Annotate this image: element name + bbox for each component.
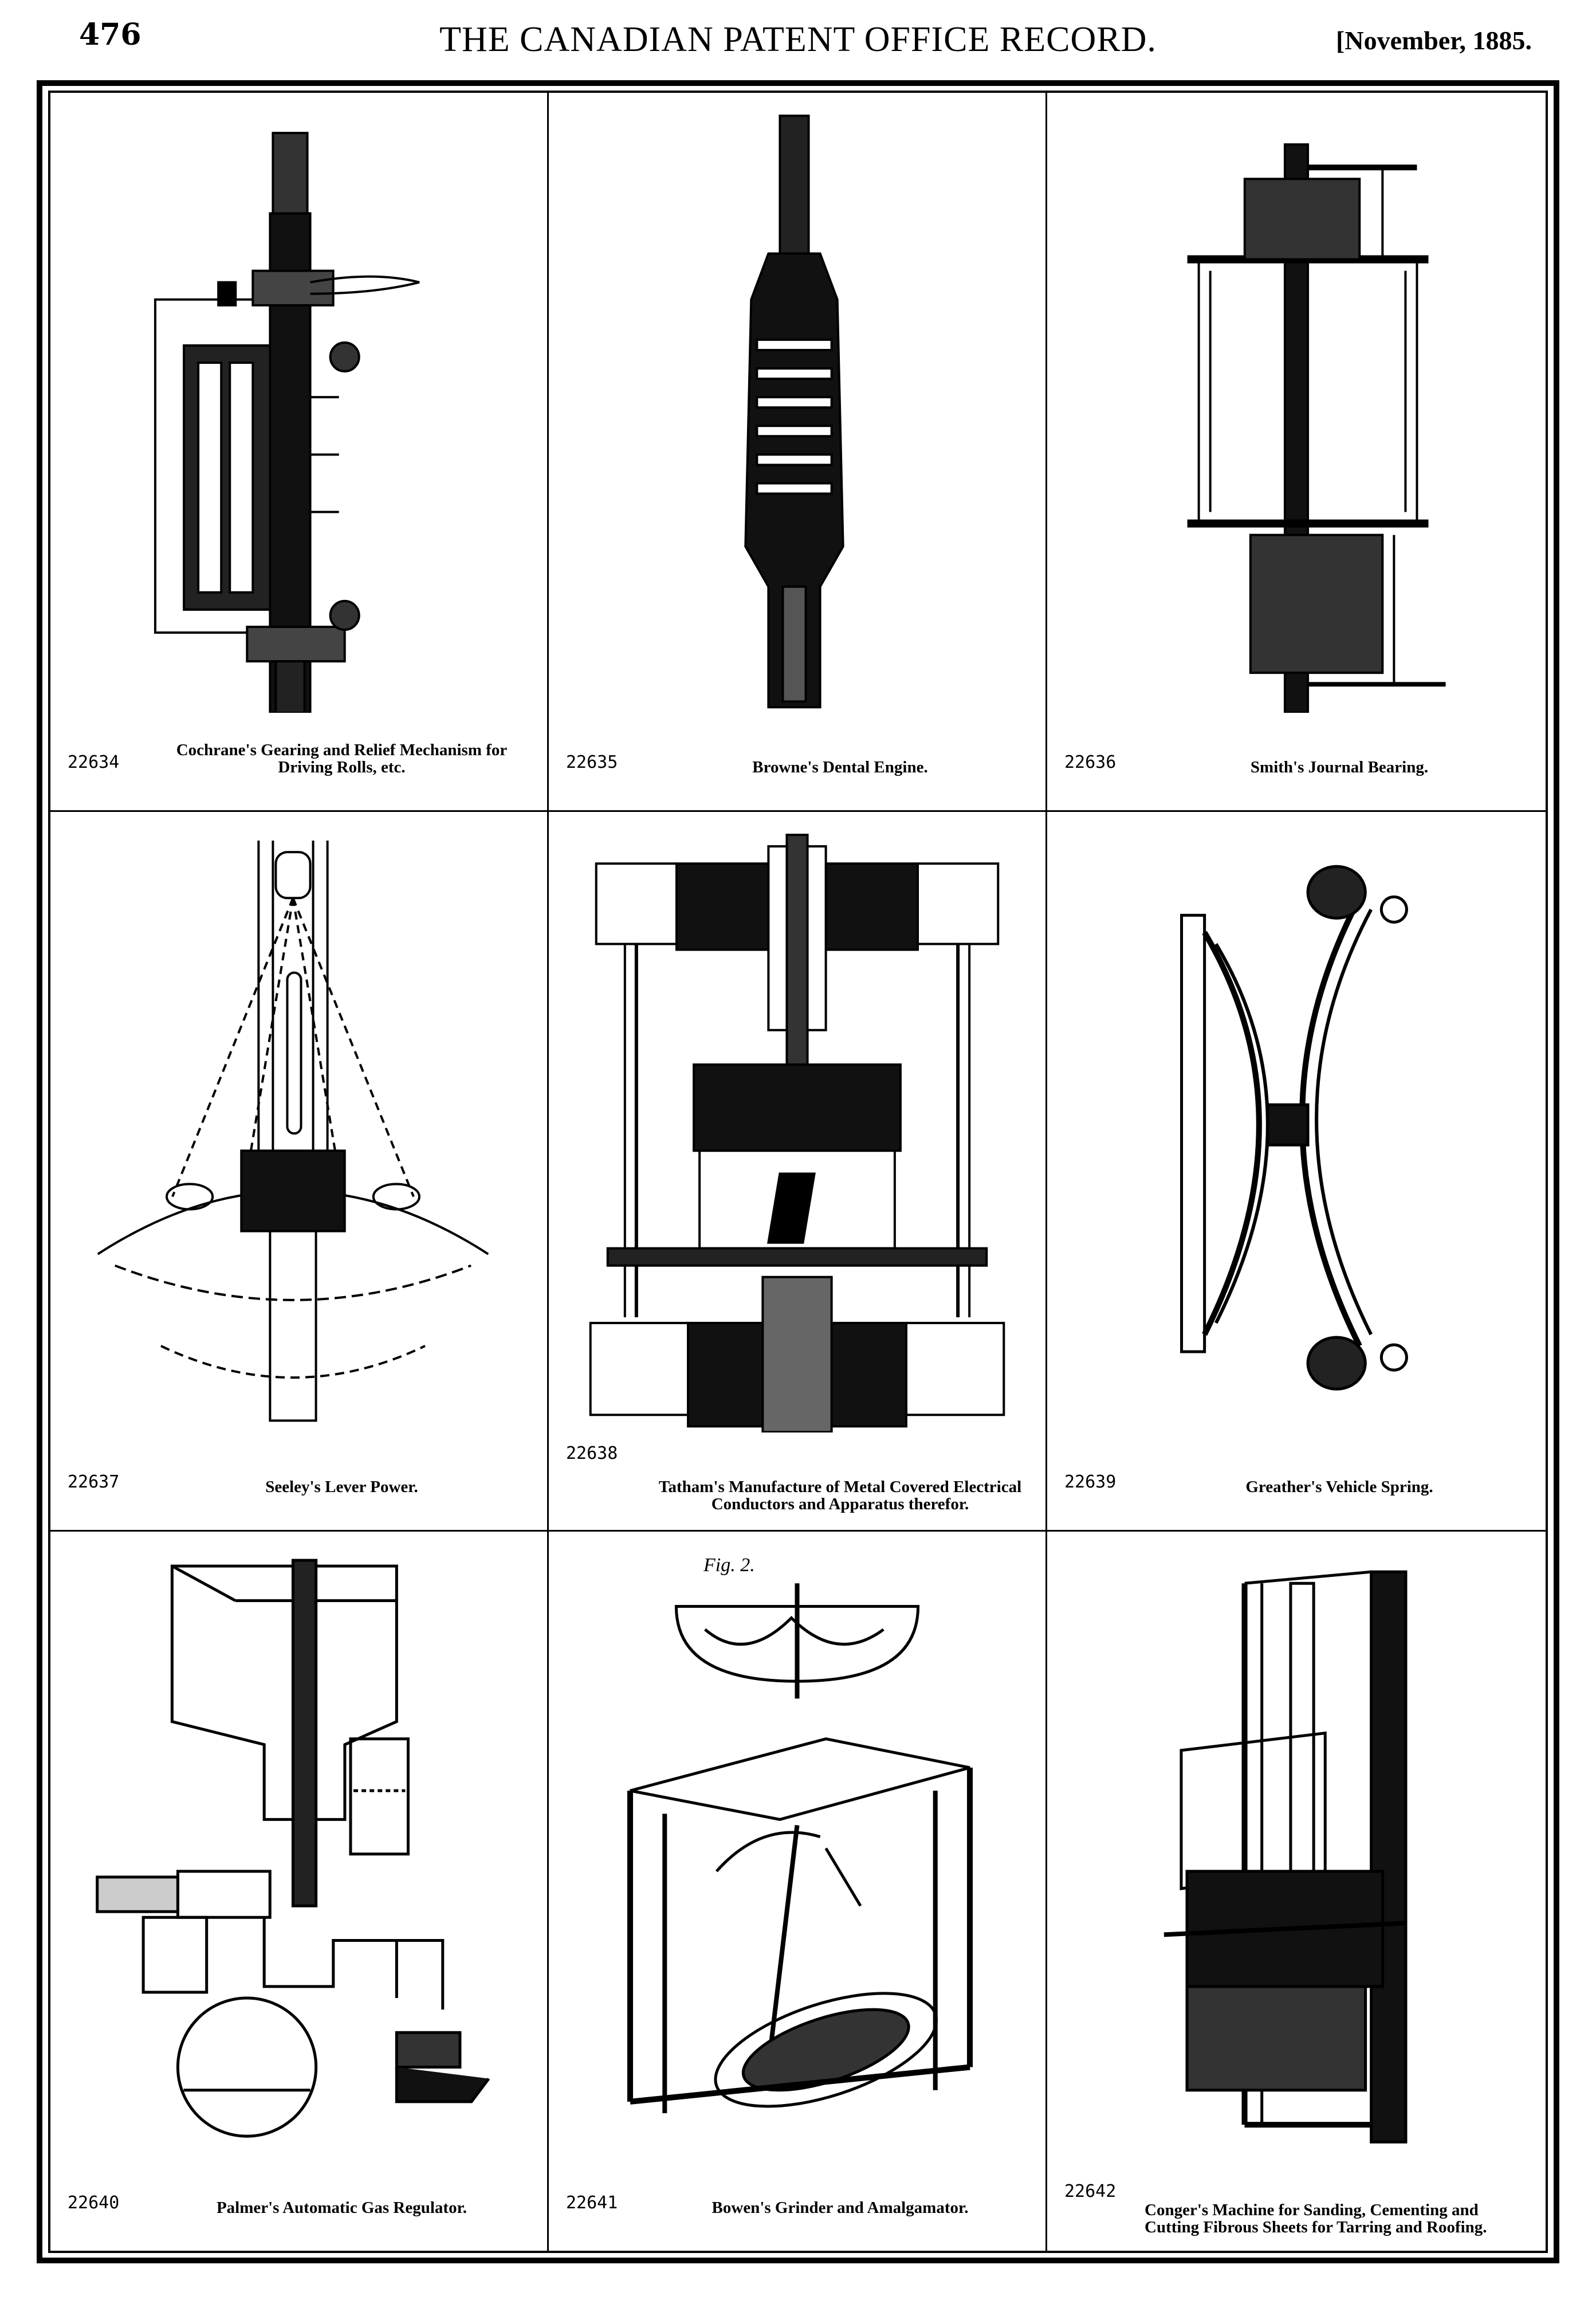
caption-22642: 22642 Conger's Machine for Sanding, Ceme… [1064, 2156, 1528, 2236]
drawing-gearing-mechanism [73, 110, 524, 715]
patent-cell-22636: 22636 Smith's Journal Bearing. [1047, 93, 1546, 813]
outer-frame [37, 80, 1559, 2263]
patent-number: 22638 [566, 1443, 618, 1463]
caption-22634: 22634 Cochrane's Gearing and Relief Mech… [68, 715, 530, 795]
patent-cell-22642: 22642 Conger's Machine for Sanding, Ceme… [1047, 1532, 1546, 2251]
patent-number: 22636 [1064, 752, 1117, 773]
caption-22636: 22636 Smith's Journal Bearing. [1064, 715, 1528, 795]
caption-22640: 22640 Palmer's Automatic Gas Regulator. [68, 2156, 530, 2236]
drawing-gas-regulator [73, 1549, 524, 2153]
patent-title: Conger's Machine for Sanding, Cementing … [1145, 2201, 1487, 2236]
patent-title: Palmer's Automatic Gas Regulator. [216, 2199, 467, 2217]
patent-number: 22634 [68, 752, 120, 773]
patent-cell-22637: 22637 Seeley's Lever Power. [50, 812, 549, 1532]
patent-title: Browne's Dental Engine. [752, 758, 928, 777]
caption-22641: 22641 Bowen's Grinder and Amalgamator. [566, 2156, 1028, 2236]
drawing-lever-power [73, 829, 524, 1432]
patent-cell-22641: Fig. 2. [549, 1531, 1047, 2251]
patent-title: Cochrane's Gearing and Relief Mechanism … [176, 741, 508, 777]
figure-label: Fig. 2. [703, 1554, 755, 1576]
drawing-grinder-amalgamator: Fig. 2. [572, 1549, 1023, 2153]
patent-cell-22640: 22640 Palmer's Automatic Gas Regulator. [50, 1531, 549, 2251]
patent-number: 22641 [566, 2193, 618, 2213]
patent-drawings-grid: 22634 Cochrane's Gearing and Relief Mech… [48, 91, 1548, 2253]
patent-cell-22635: 22635 Browne's Dental Engine. [549, 93, 1047, 813]
patent-title: Greather's Vehicle Spring. [1245, 1477, 1433, 1496]
caption-22637: 22637 Seeley's Lever Power. [68, 1435, 530, 1515]
patent-number: 22642 [1064, 2181, 1117, 2201]
issue-date: [November, 1885. [1336, 26, 1532, 55]
patent-cell-22638: 22638 Tatham's Manufacture of Metal Cove… [549, 812, 1047, 1532]
patent-title: Seeley's Lever Power. [265, 1477, 418, 1496]
caption-22639: 22639 Greather's Vehicle Spring. [1064, 1435, 1528, 1515]
drawing-journal-bearing [1070, 110, 1523, 715]
drawing-conductor-press [572, 829, 1023, 1434]
journal-title: THE CANADIAN PATENT OFFICE RECORD. [439, 20, 1157, 59]
caption-22635: 22635 Browne's Dental Engine. [566, 715, 1028, 795]
drawing-sanding-machine [1070, 1549, 1523, 2153]
patent-number: 22635 [566, 752, 618, 773]
patent-number: 22640 [68, 2193, 120, 2213]
page-header: 476 THE CANADIAN PATENT OFFICE RECORD. [… [0, 0, 1596, 74]
patent-title: Smith's Journal Bearing. [1250, 758, 1429, 777]
patent-number: 22639 [1064, 1471, 1117, 1492]
caption-22638: 22638 Tatham's Manufacture of Metal Cove… [566, 1435, 1028, 1515]
patent-cell-22639: 22639 Greather's Vehicle Spring. [1047, 812, 1546, 1532]
patent-number: 22637 [68, 1471, 120, 1492]
patent-title: Tatham's Manufacture of Metal Covered El… [658, 1477, 1022, 1513]
drawing-dental-engine [572, 110, 1023, 713]
patent-title: Bowen's Grinder and Amalgamator. [711, 2199, 969, 2217]
page-number: 476 [79, 17, 141, 52]
patent-cell-22634: 22634 Cochrane's Gearing and Relief Mech… [50, 93, 549, 813]
drawing-vehicle-spring [1070, 829, 1523, 1432]
